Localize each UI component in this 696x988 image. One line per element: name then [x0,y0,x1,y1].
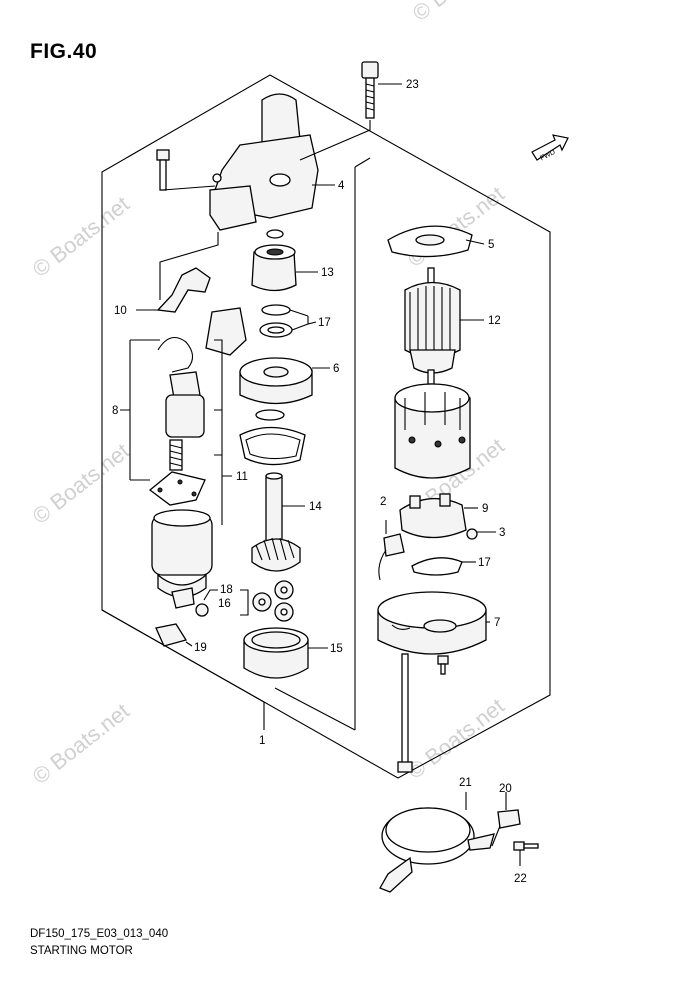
callout-4: 4 [338,180,345,192]
callout-1: 1 [259,735,265,747]
watermark: © Boats.net [28,438,134,529]
callout-17: 17 [318,317,331,329]
callout-6: 6 [333,363,339,375]
callout-11: 11 [236,471,248,483]
bolt-22[interactable] [513,841,539,851]
callout-9: 9 [482,503,488,515]
plate-17[interactable] [411,557,463,576]
callout-12: 12 [488,315,501,327]
armature-12[interactable] [404,267,461,385]
callout-17b: 17 [478,557,491,569]
leader-lines [101,83,521,866]
callout-23: 23 [406,79,419,91]
terminal-18[interactable] [171,587,209,617]
callout-10: 10 [114,305,127,317]
callout-labels: 1 2 3 4 5 6 7 8 9 10 11 12 13 14 15 16 1… [112,79,527,885]
watermark: © Boats.net [403,693,509,784]
band-21[interactable] [379,807,495,893]
spring [169,439,183,471]
callout-14: 14 [309,501,322,513]
drive-housing-4[interactable] [209,93,319,231]
watermark: © Boats.net [408,0,514,26]
brush-holder-9[interactable] [399,493,467,539]
callout-7: 7 [494,617,500,629]
ring-gear-15[interactable] [243,627,309,679]
callout-3: 3 [499,527,505,539]
callout-13: 13 [321,267,334,279]
callout-2: 2 [380,496,386,508]
callout-5: 5 [488,239,494,251]
brush-lead-2[interactable] [378,533,405,581]
planetary-gears-16[interactable] [252,580,294,622]
figure-name: STARTING MOTOR [30,945,133,957]
callout-20: 20 [499,783,512,795]
callout-21: 21 [459,777,472,789]
bolt-small[interactable] [156,149,170,191]
pinion-gear-13[interactable] [251,229,297,292]
callout-22: 22 [514,873,527,885]
watermark: © Boats.net [403,181,509,272]
through-bolt[interactable] [397,653,413,773]
center-bracket-6[interactable] [239,357,313,421]
watermark: © Boats.net [28,698,134,789]
callout-16: 16 [218,598,231,610]
lever-10[interactable] [156,267,211,313]
bracket-20[interactable] [491,809,521,847]
figure-title: FIG.40 [30,40,98,63]
fwd-arrow-icon: FWD [531,134,569,162]
gasket[interactable] [239,426,306,466]
yoke-stator[interactable] [394,383,471,479]
callout-8: 8 [112,405,118,417]
callout-15: 15 [330,643,343,655]
bolt-small-2[interactable] [437,655,449,675]
end-frame-7[interactable] [377,591,487,655]
clip-17[interactable] [259,304,293,338]
boot-19[interactable] [155,623,188,647]
figure-code: DF150_175_E03_013_040 [30,928,169,940]
screw-3[interactable] [466,528,478,540]
bolt-23[interactable] [361,61,379,119]
callout-18: 18 [220,584,233,596]
cover-plate-5[interactable] [387,225,473,258]
watermark: © Boats.net [28,191,134,282]
solenoid-assembly-8[interactable] [148,307,247,598]
callout-19: 19 [194,642,207,654]
drive-shaft-14[interactable] [251,472,301,572]
